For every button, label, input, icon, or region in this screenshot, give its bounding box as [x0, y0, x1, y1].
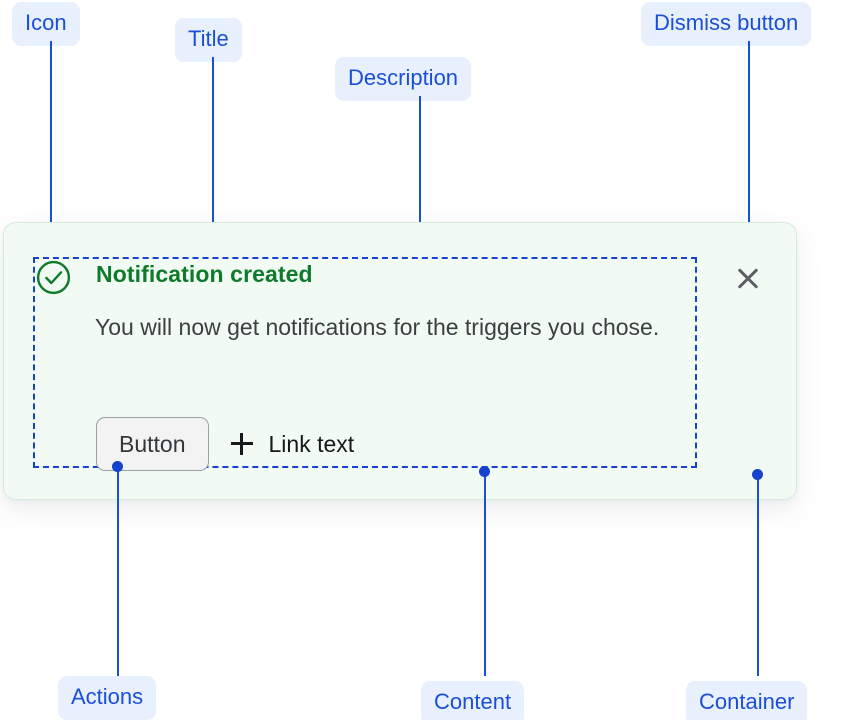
annotation-label-container: Container [686, 681, 808, 720]
annotation-label-icon: Icon [12, 2, 80, 46]
annotation-label-actions: Actions [58, 676, 157, 720]
secondary-action-link-label: Link text [268, 430, 355, 457]
leader-dot-content [479, 466, 490, 477]
success-check-circle-icon [36, 260, 71, 295]
secondary-action-link[interactable]: Link text [230, 430, 355, 458]
close-x-icon[interactable] [732, 262, 764, 294]
notification-description: You will now get notifications for the t… [95, 314, 660, 340]
annotation-label-dismiss-button: Dismiss button [641, 2, 812, 46]
annotation-label-content: Content [421, 681, 525, 720]
leader-line-title [212, 57, 214, 261]
leader-line-dismiss-button [748, 41, 750, 248]
leader-line-description [419, 96, 421, 303]
leader-line-icon [50, 41, 52, 246]
leader-line-actions [117, 466, 119, 676]
leader-line-container [757, 474, 759, 676]
annotation-label-title: Title [175, 18, 242, 62]
leader-line-content [484, 471, 486, 676]
annotation-label-description: Description [335, 57, 472, 101]
notification-container [3, 222, 797, 500]
leader-dot-container [752, 469, 763, 480]
notification-actions: Button Link text [96, 417, 354, 471]
leader-dot-actions [112, 461, 123, 472]
plus-icon [230, 433, 253, 455]
notification-title: Notification created [96, 261, 313, 287]
